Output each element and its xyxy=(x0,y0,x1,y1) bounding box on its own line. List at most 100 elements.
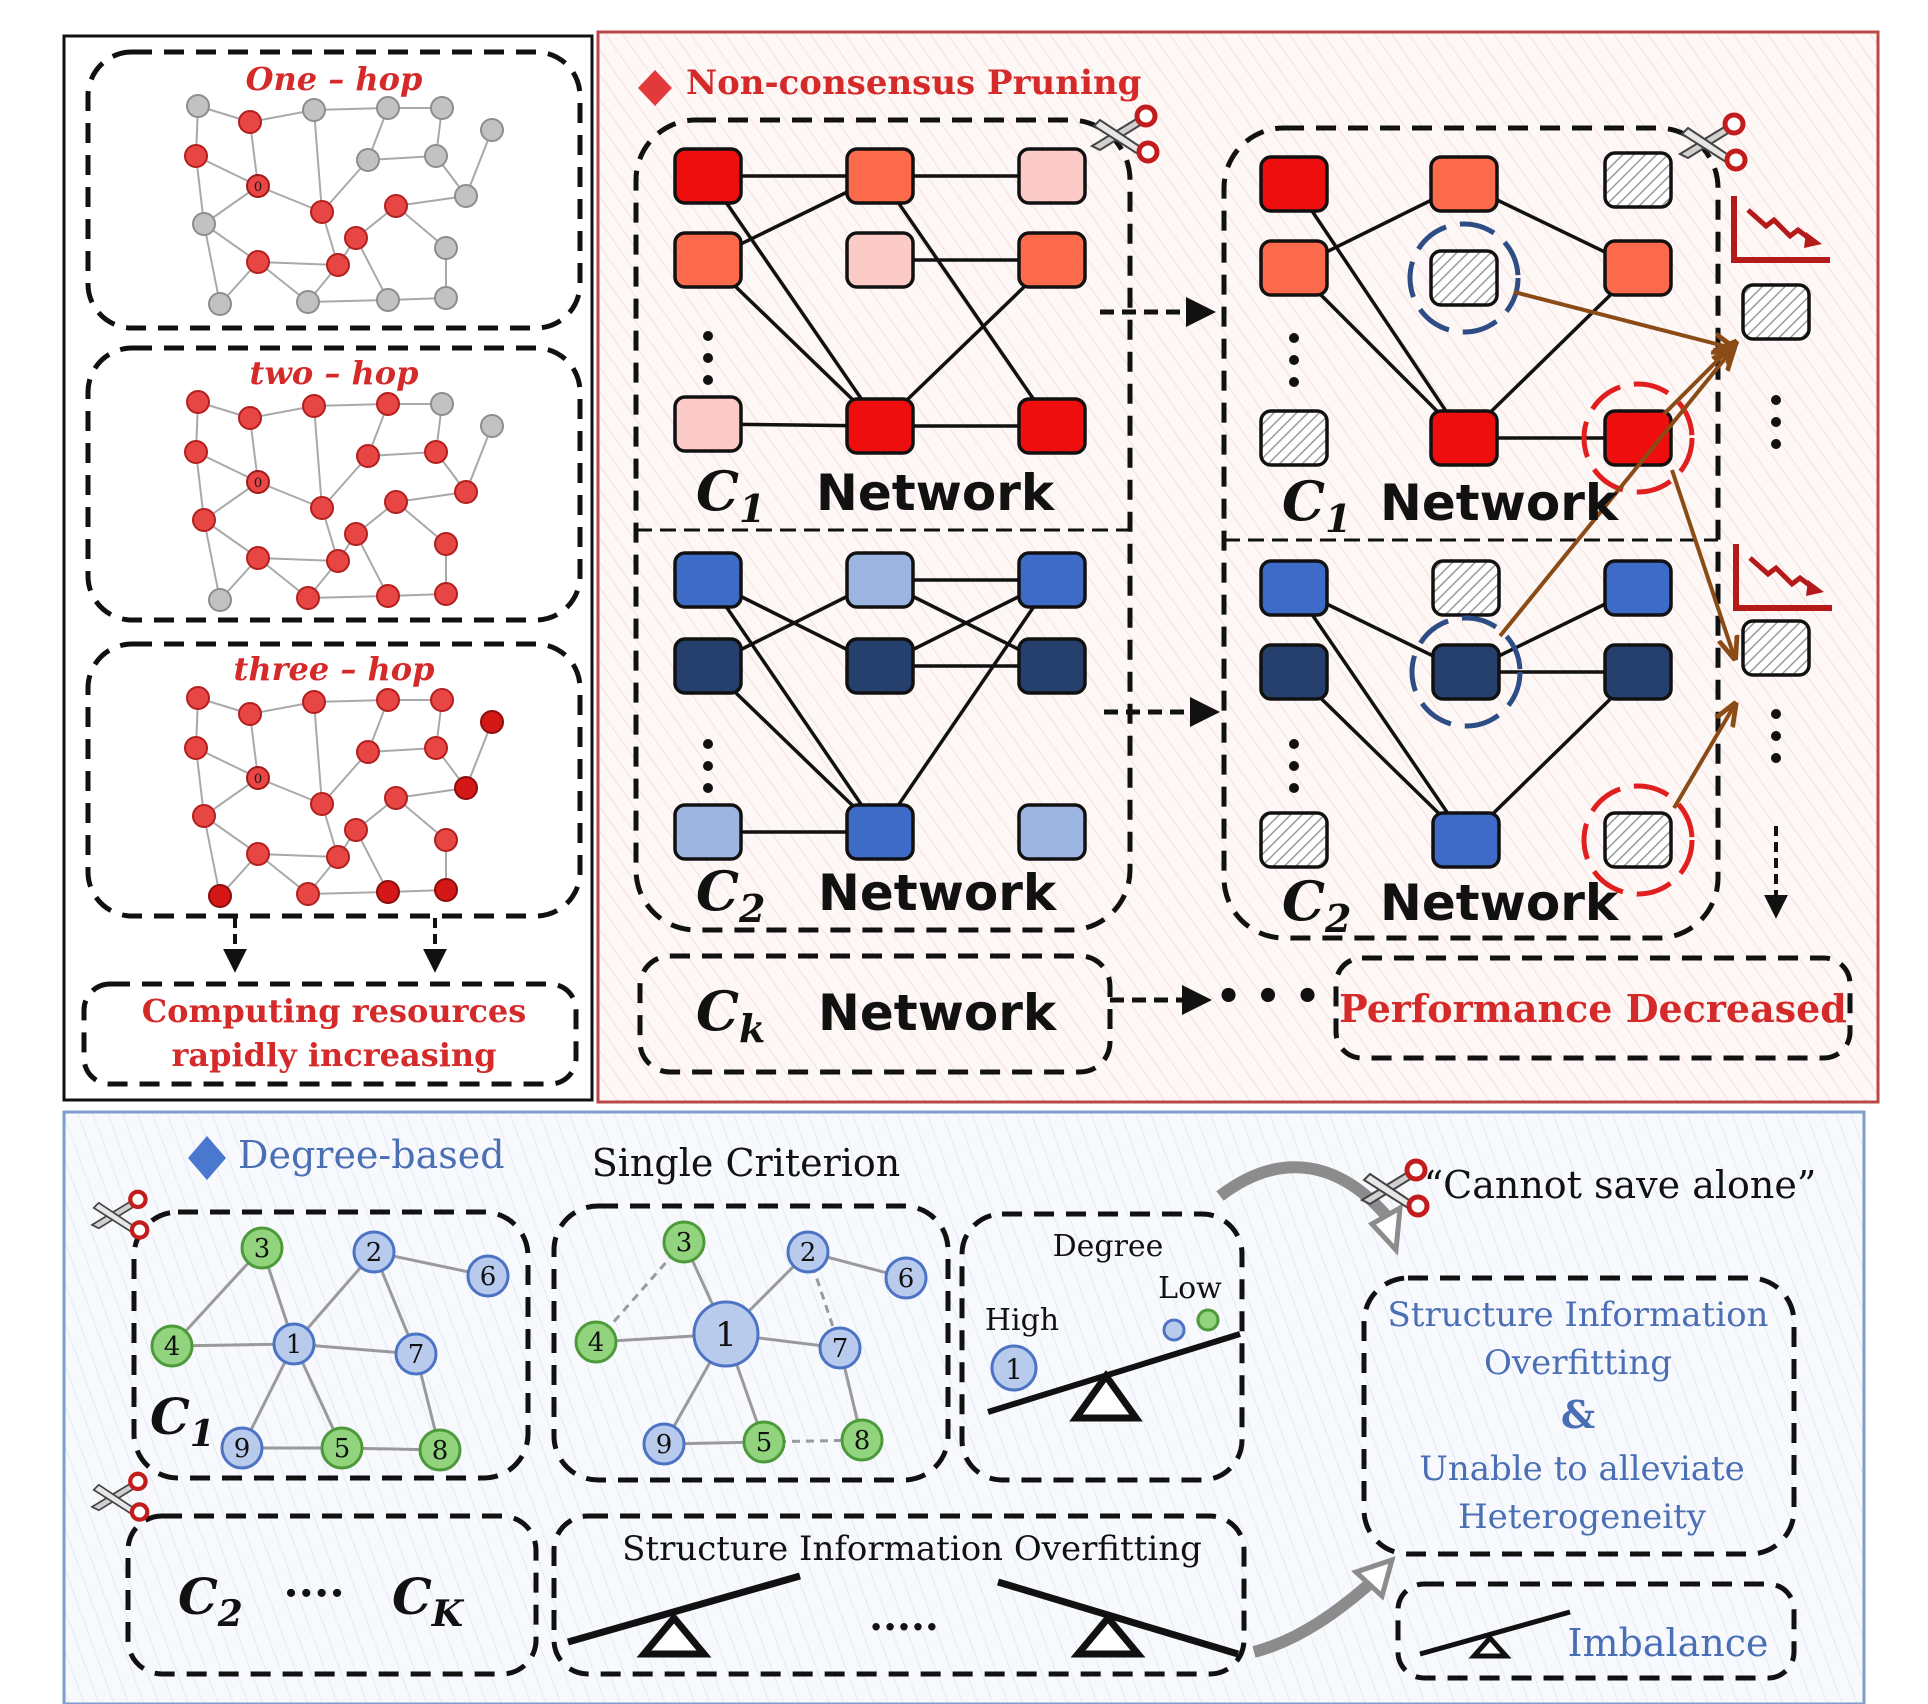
graph-node xyxy=(302,98,326,122)
graph-node xyxy=(310,792,334,816)
graph-node xyxy=(186,94,210,118)
network-node xyxy=(1603,239,1673,297)
scissors-handle xyxy=(129,1502,150,1522)
right-seesaw-fulcrum xyxy=(1070,1612,1146,1658)
low-label: Low xyxy=(1158,1271,1222,1306)
overfitting-box xyxy=(551,1513,1247,1677)
column-ellipsis xyxy=(1771,753,1781,763)
c1-graph-box xyxy=(131,1209,531,1481)
ck-network-label: Network xyxy=(818,984,1058,1042)
c2-ck-dots: ···· xyxy=(283,1568,344,1619)
graph-node xyxy=(296,882,320,906)
two-hop-graph: 0 xyxy=(184,390,504,612)
column-ellipsis xyxy=(1771,731,1781,741)
degree-result-line2: Overfitting xyxy=(1484,1343,1672,1383)
graph-node xyxy=(184,736,208,760)
scissors-icon xyxy=(1089,104,1160,164)
three-hop-graph: 0 xyxy=(184,686,504,908)
graph-edge xyxy=(313,403,389,407)
network-edge xyxy=(1292,587,1468,841)
graph-edge xyxy=(203,519,221,601)
graph-edge xyxy=(257,853,339,858)
trend-down-icon xyxy=(1731,196,1830,263)
column-ellipsis xyxy=(1771,417,1781,427)
graph-node xyxy=(376,288,400,312)
network-ellipsis xyxy=(1289,783,1299,793)
pruned-networks-box xyxy=(1221,125,1721,941)
scissors-icon xyxy=(90,1471,150,1522)
node-2 xyxy=(786,1230,830,1274)
graph-node xyxy=(326,845,350,869)
degree-seesaw-box xyxy=(959,1211,1245,1483)
low-degree-node-blue xyxy=(1162,1318,1186,1342)
one-hop-box: One – hop 0 xyxy=(85,49,583,331)
graph-node xyxy=(430,96,454,120)
network-node xyxy=(1017,551,1087,609)
three-hop-box: three – hop 0 xyxy=(85,641,583,919)
graph-node xyxy=(208,292,232,316)
graph-edge xyxy=(313,701,323,805)
single-criterion-label: Single Criterion xyxy=(592,1141,901,1185)
scissors-icon xyxy=(1359,1158,1430,1218)
network-node xyxy=(673,147,743,205)
performance-decreased-text: Performance Decreased xyxy=(1339,986,1847,1031)
graph-node xyxy=(434,236,458,260)
pruned-node-highlight xyxy=(1581,783,1695,897)
degree-label: Degree xyxy=(1053,1229,1164,1264)
graph-node xyxy=(480,118,504,142)
graph-node xyxy=(192,508,216,532)
scissors-handle xyxy=(1724,148,1748,172)
graph-node xyxy=(246,842,270,866)
network-edge xyxy=(1464,670,1640,842)
network-node xyxy=(845,397,915,455)
scissors-handle xyxy=(1134,104,1158,128)
node-9 xyxy=(642,1422,686,1466)
left-seesaw-fulcrum xyxy=(636,1612,712,1658)
network-node xyxy=(1429,155,1499,213)
scissors-handle xyxy=(1406,1194,1430,1218)
scissors-handle xyxy=(128,1189,148,1210)
graph-node xyxy=(434,828,458,852)
network-node xyxy=(1017,147,1087,205)
performance-decreased-box xyxy=(1333,955,1853,1061)
graph-edge xyxy=(313,699,389,703)
network-edge xyxy=(1462,266,1640,440)
network-edge xyxy=(1292,670,1468,842)
degree-c2-label: C2 xyxy=(178,1567,243,1635)
network-node xyxy=(1259,643,1329,701)
pruned-c1-label: C1 xyxy=(1282,469,1351,541)
network-edge xyxy=(706,258,882,428)
network-node xyxy=(1259,559,1329,617)
node-3 xyxy=(662,1220,706,1264)
single-criterion-graph-box xyxy=(551,1203,951,1483)
node-label-5: 5 xyxy=(756,1428,773,1458)
node-8 xyxy=(418,1428,462,1472)
aggregation-arrow xyxy=(1498,350,1732,638)
curved-arrow-top-head xyxy=(1368,1203,1403,1256)
network-node xyxy=(845,231,915,289)
graph-node xyxy=(480,710,504,734)
scissors-handle xyxy=(1722,112,1746,136)
network-node xyxy=(1259,239,1329,297)
column-ellipsis xyxy=(1771,395,1781,405)
network-node xyxy=(1259,811,1329,869)
node-4 xyxy=(574,1320,618,1364)
graph-node xyxy=(238,406,262,430)
network-node xyxy=(1429,249,1499,307)
network-edge xyxy=(878,579,1054,833)
node-label-9: 9 xyxy=(234,1434,251,1464)
graph-node xyxy=(356,444,380,468)
pruned-node-highlight xyxy=(1407,221,1521,335)
graph-node xyxy=(376,880,400,904)
graph-node xyxy=(424,440,448,464)
graph-node xyxy=(208,588,232,612)
three-hop-label: three – hop xyxy=(234,650,435,688)
imbalance-box xyxy=(1395,1581,1797,1681)
aggregation-arrow xyxy=(1670,469,1734,656)
trend-down-icon xyxy=(1733,544,1832,611)
graph-node xyxy=(246,250,270,274)
network-node xyxy=(1603,151,1673,209)
left-seesaw-beam xyxy=(567,1572,801,1646)
node-5 xyxy=(320,1426,364,1470)
node-label-6: 6 xyxy=(898,1264,915,1294)
